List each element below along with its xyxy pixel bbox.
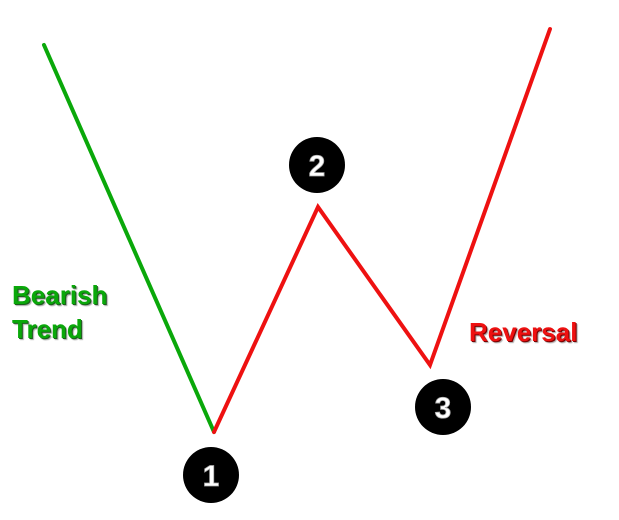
bearish-label-line-2: Trend xyxy=(12,314,83,344)
marker-2-circle xyxy=(289,137,345,193)
reversal-label: Reversal xyxy=(469,315,577,349)
bearish-trend-line xyxy=(42,43,216,434)
marker-3-number: 3 xyxy=(435,392,452,425)
marker-2: 2 xyxy=(289,137,345,193)
marker-1-number: 1 xyxy=(203,460,220,493)
reversal-line xyxy=(212,27,552,434)
marker-1-circle xyxy=(183,447,239,503)
bearish-trend-label: Bearish Trend xyxy=(12,278,107,346)
marker-3: 3 xyxy=(415,379,471,435)
bearish-label-line-1: Bearish xyxy=(12,280,108,310)
reversal-label-text: Reversal xyxy=(469,317,578,347)
marker-2-number: 2 xyxy=(309,150,326,183)
marker-3-circle xyxy=(415,379,471,435)
marker-1: 1 xyxy=(183,447,239,503)
